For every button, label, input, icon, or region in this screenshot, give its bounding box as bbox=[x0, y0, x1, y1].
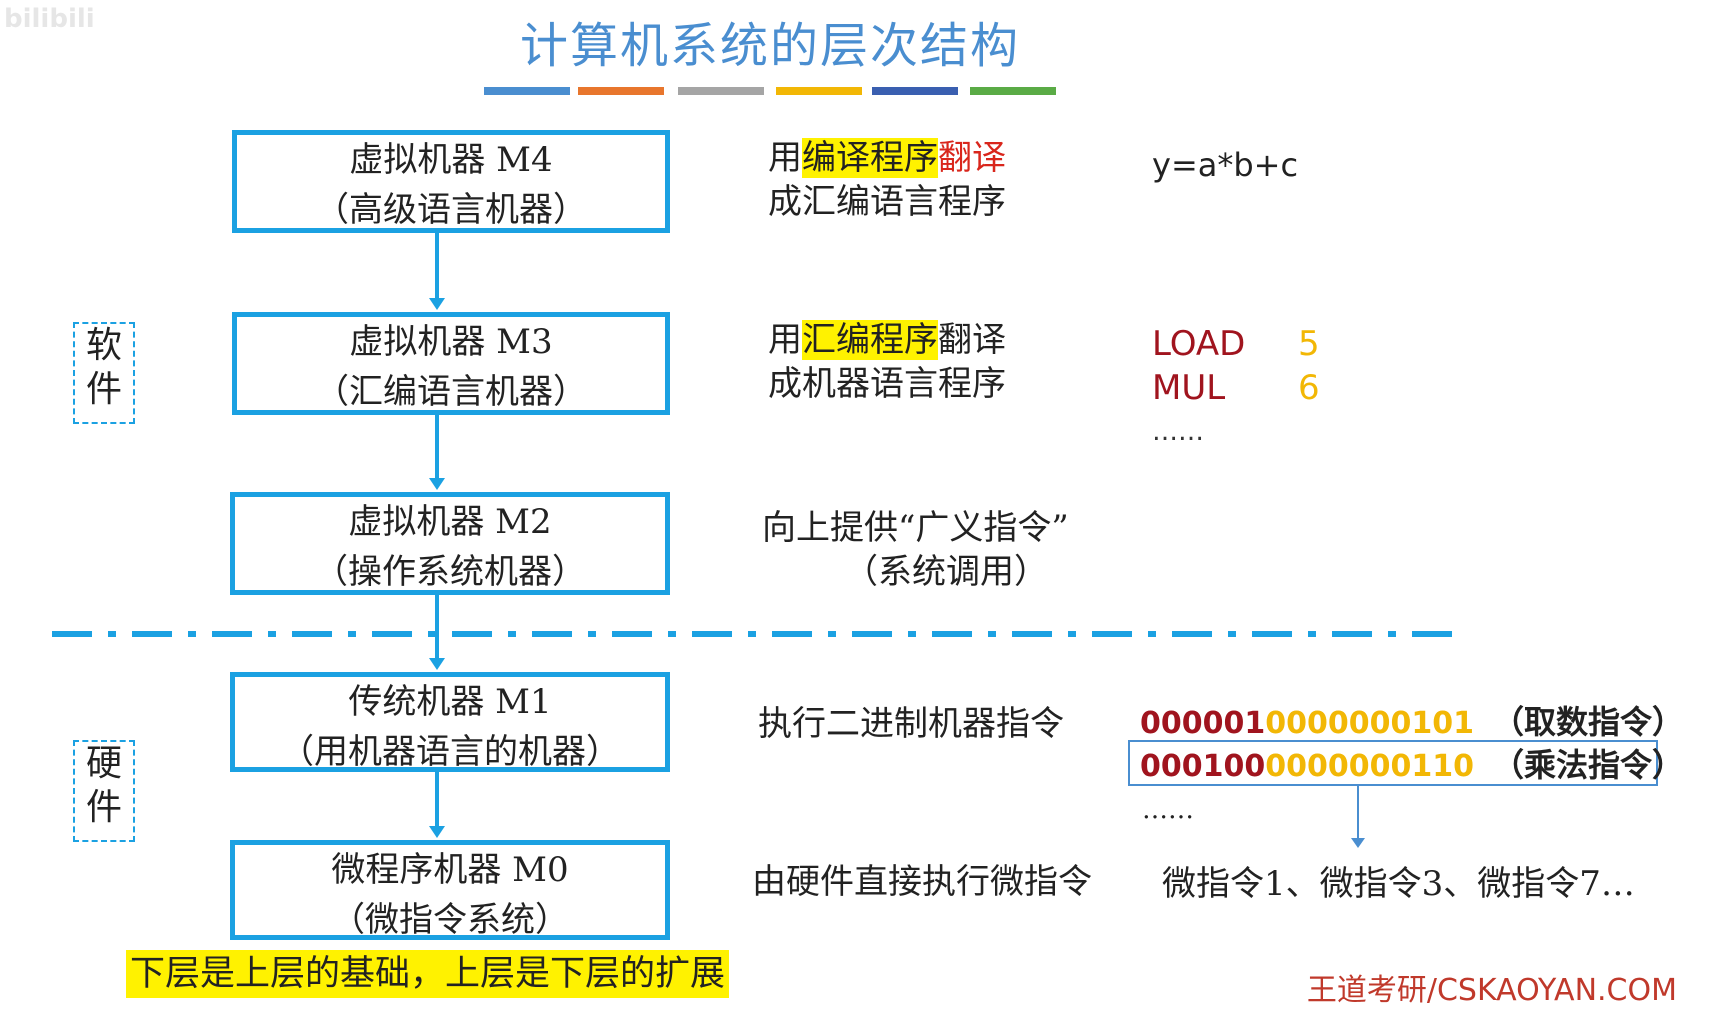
color-bar-4 bbox=[776, 87, 862, 95]
software-label: 软 件 bbox=[73, 322, 135, 424]
color-bar-5 bbox=[872, 87, 958, 95]
description-m2: 向上提供“广义指令” （系统调用） bbox=[762, 508, 1069, 592]
arrow-down-icon bbox=[429, 298, 445, 310]
highlight-compiler: 编译程序 bbox=[802, 138, 938, 178]
example-m1-instruction-1: 0000010000000101（取数指令） bbox=[1140, 703, 1685, 741]
example-m1-instruction-2-highlight bbox=[1128, 740, 1658, 786]
arrow-down-icon bbox=[429, 826, 445, 838]
description-m1: 执行二进制机器指令 bbox=[758, 704, 1064, 744]
software-hardware-divider bbox=[52, 631, 1452, 637]
level-name: 虚拟机器 M3 bbox=[349, 322, 553, 362]
connector-line bbox=[435, 595, 439, 659]
bilibili-watermark: bilibili bbox=[4, 4, 95, 34]
level-subtitle: （微指令系统） bbox=[331, 900, 569, 940]
level-subtitle: （汇编语言机器） bbox=[315, 372, 587, 412]
example-m1-instruction-2: 0001000000000110（乘法指令） bbox=[1140, 746, 1685, 784]
level-subtitle: （高级语言机器） bbox=[315, 190, 587, 230]
highlight-assembler: 汇编程序 bbox=[802, 320, 938, 360]
arrow-down-icon bbox=[1351, 838, 1365, 848]
level-name: 微程序机器 M0 bbox=[331, 850, 569, 890]
level-box-m1: 传统机器 M1 （用机器语言的机器） bbox=[230, 672, 670, 772]
arrow-down-icon bbox=[429, 478, 445, 490]
color-bar-1 bbox=[484, 87, 570, 95]
level-box-m2: 虚拟机器 M2 （操作系统机器） bbox=[230, 492, 670, 595]
color-bar-6 bbox=[970, 87, 1056, 95]
brand-logo-text: 王道考研/CSKAOYAN.COM bbox=[1306, 973, 1677, 1008]
level-box-m0: 微程序机器 M0 （微指令系统） bbox=[230, 840, 670, 940]
color-bar-2 bbox=[578, 87, 664, 95]
description-m4: 用编译程序翻译 成汇编语言程序 bbox=[768, 138, 1006, 222]
color-bar-3 bbox=[678, 87, 764, 95]
example-m0-microinstructions: 微指令1、微指令3、微指令7… bbox=[1162, 864, 1635, 904]
level-subtitle: （操作系统机器） bbox=[314, 552, 586, 592]
connector-line bbox=[435, 415, 439, 479]
description-m0: 由硬件直接执行微指令 bbox=[752, 862, 1092, 902]
arrow-down-icon bbox=[429, 658, 445, 670]
level-box-m4: 虚拟机器 M4 （高级语言机器） bbox=[232, 130, 670, 233]
micro-arrow-line bbox=[1357, 786, 1359, 840]
page-title: 计算机系统的层次结构 bbox=[519, 18, 1020, 74]
description-m3: 用汇编程序翻译 成机器语言程序 bbox=[768, 320, 1006, 404]
level-box-m3: 虚拟机器 M3 （汇编语言机器） bbox=[232, 312, 670, 415]
bottom-note: 下层是上层的基础，上层是下层的扩展 bbox=[126, 950, 730, 998]
example-m1-ellipsis: …… bbox=[1142, 795, 1194, 825]
level-name: 虚拟机器 M4 bbox=[349, 140, 553, 180]
example-m4-expression: y=a*b+c bbox=[1152, 146, 1299, 184]
connector-line bbox=[435, 233, 439, 299]
connector-line bbox=[435, 772, 439, 828]
level-subtitle: （用机器语言的机器） bbox=[280, 732, 620, 772]
level-name: 虚拟机器 M2 bbox=[348, 502, 552, 542]
level-name: 传统机器 M1 bbox=[348, 682, 552, 722]
hardware-label: 硬 件 bbox=[73, 740, 135, 842]
